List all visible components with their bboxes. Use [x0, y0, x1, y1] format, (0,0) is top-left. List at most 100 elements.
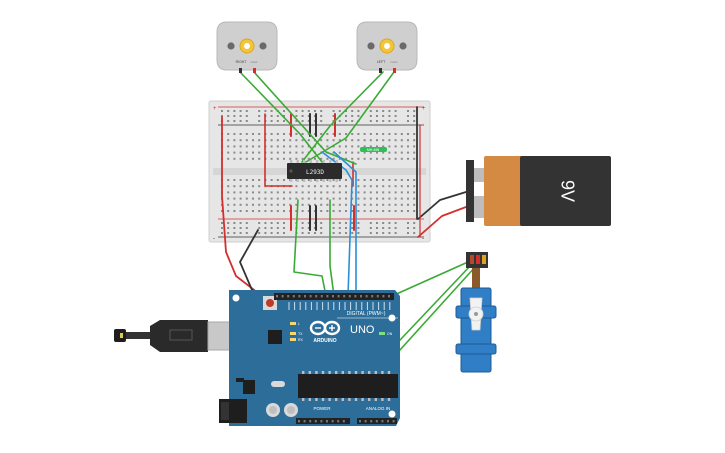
l293d-chip[interactable]: L293D — [287, 160, 342, 182]
wire-green[interactable] — [301, 71, 384, 163]
breadboard-hole — [239, 120, 242, 122]
pin-label-mark — [366, 302, 368, 310]
breadboard-hole — [233, 232, 236, 234]
breadboard-hole — [289, 191, 292, 194]
breadboard-hole — [363, 210, 366, 212]
breadboard-hole — [227, 227, 230, 229]
breadboard-hole — [283, 210, 285, 212]
servo-motor[interactable] — [455, 252, 497, 373]
wire-green[interactable] — [391, 261, 469, 297]
header-pin — [298, 295, 301, 298]
wire-green[interactable] — [253, 71, 357, 165]
mcu-pin — [361, 398, 364, 401]
breadboard-hole — [394, 157, 397, 160]
breadboard-hole — [307, 110, 310, 112]
breadboard-hole — [369, 197, 372, 200]
breadboard-hole — [233, 145, 236, 148]
breadboard-hole — [258, 145, 261, 148]
breadboard-hole — [413, 222, 416, 224]
wire-green[interactable] — [239, 71, 323, 163]
breadboard-hole — [413, 232, 416, 234]
breadboard-hole — [345, 120, 347, 122]
breadboard-hole — [245, 185, 248, 188]
wire-green[interactable] — [305, 71, 395, 163]
breadboard-hole — [388, 110, 391, 112]
power-header[interactable] — [296, 418, 350, 424]
breadboard-hole — [363, 151, 366, 154]
breadboard-hole — [221, 110, 223, 112]
breadboard-hole — [394, 232, 397, 234]
breadboard-hole — [326, 145, 329, 148]
breadboard-hole — [233, 191, 236, 194]
breadboard-hole — [283, 232, 285, 234]
header-pin — [309, 420, 312, 423]
chip-pin — [309, 178, 312, 182]
header-pin — [326, 420, 328, 423]
breadboard-hole — [394, 151, 397, 154]
breadboard-hole — [407, 210, 409, 212]
motor-sublabel: motor — [250, 60, 257, 64]
breadboard-hole — [357, 222, 360, 224]
breadboard-hole — [363, 179, 366, 181]
wire-red[interactable] — [264, 113, 293, 187]
dc-motor-left[interactable]: LEFT motor — [356, 21, 418, 73]
breadboard-hole — [283, 157, 285, 160]
breadboard-hole — [245, 210, 248, 212]
breadboard-hole — [252, 133, 254, 135]
wire-green[interactable] — [329, 199, 335, 297]
led-l — [290, 322, 296, 325]
breadboard-hole — [276, 191, 279, 194]
breadboard-hole — [264, 210, 267, 212]
breadboard-hole — [270, 115, 273, 117]
usb-cable-tip — [120, 333, 123, 338]
mcu-pin — [315, 371, 318, 374]
wire-blue[interactable] — [333, 151, 357, 297]
wire-red[interactable] — [417, 206, 467, 238]
breadboard-hole — [301, 139, 304, 142]
servo-connector-pin — [476, 255, 480, 264]
breadboard-hole — [258, 227, 261, 229]
breadboard-hole — [345, 110, 347, 112]
breadboard-hole — [345, 210, 347, 212]
breadboard-hole — [245, 227, 248, 229]
breadboard-hole — [314, 203, 316, 206]
breadboard-hole — [239, 133, 242, 135]
breadboard-hole — [233, 133, 236, 135]
chip-pin — [329, 160, 332, 164]
breadboard-hole — [307, 210, 310, 212]
breadboard-hole — [295, 191, 298, 194]
breadboard-hole — [388, 203, 391, 206]
arduino-uno[interactable]: DIGITAL (PWM~) UNO ARDUINO L TX RX ON — [114, 290, 400, 426]
breadboard-hole — [252, 151, 254, 154]
breadboard-hole — [233, 157, 236, 160]
breadboard-hole — [369, 185, 372, 188]
breadboard-hole — [357, 185, 360, 188]
header-pin — [343, 295, 346, 298]
breadboard-hole — [357, 179, 360, 181]
battery-9v[interactable]: 9V — [466, 156, 611, 226]
wire-green[interactable] — [293, 199, 327, 297]
pin-label-mark — [361, 302, 363, 310]
mcu-pin — [302, 398, 305, 401]
breadboard-hole — [394, 110, 397, 112]
breadboard-hole — [400, 157, 403, 160]
wire-blue[interactable] — [321, 151, 353, 297]
wire-black[interactable] — [417, 191, 467, 220]
servo-mount-tab — [455, 343, 497, 355]
breadboard-hole — [413, 115, 416, 117]
breadboard-hole — [338, 203, 341, 206]
header-pin — [376, 295, 379, 298]
dc-motor-right[interactable]: RIGHT motor — [216, 21, 278, 73]
breadboard-hole — [357, 139, 360, 142]
breadboard-hole — [345, 133, 347, 135]
atmega-chip — [298, 374, 398, 398]
rail-plus-mark: + — [213, 106, 217, 112]
breadboard-hole — [270, 145, 273, 148]
reset-button-cap[interactable] — [266, 299, 274, 307]
breadboard-hole — [301, 110, 304, 112]
breadboard-hole — [388, 210, 391, 212]
chip-pin — [303, 178, 306, 182]
motor-label: RIGHT — [236, 60, 248, 64]
breadboard-hole — [345, 157, 347, 160]
breadboard-hole — [258, 191, 261, 194]
